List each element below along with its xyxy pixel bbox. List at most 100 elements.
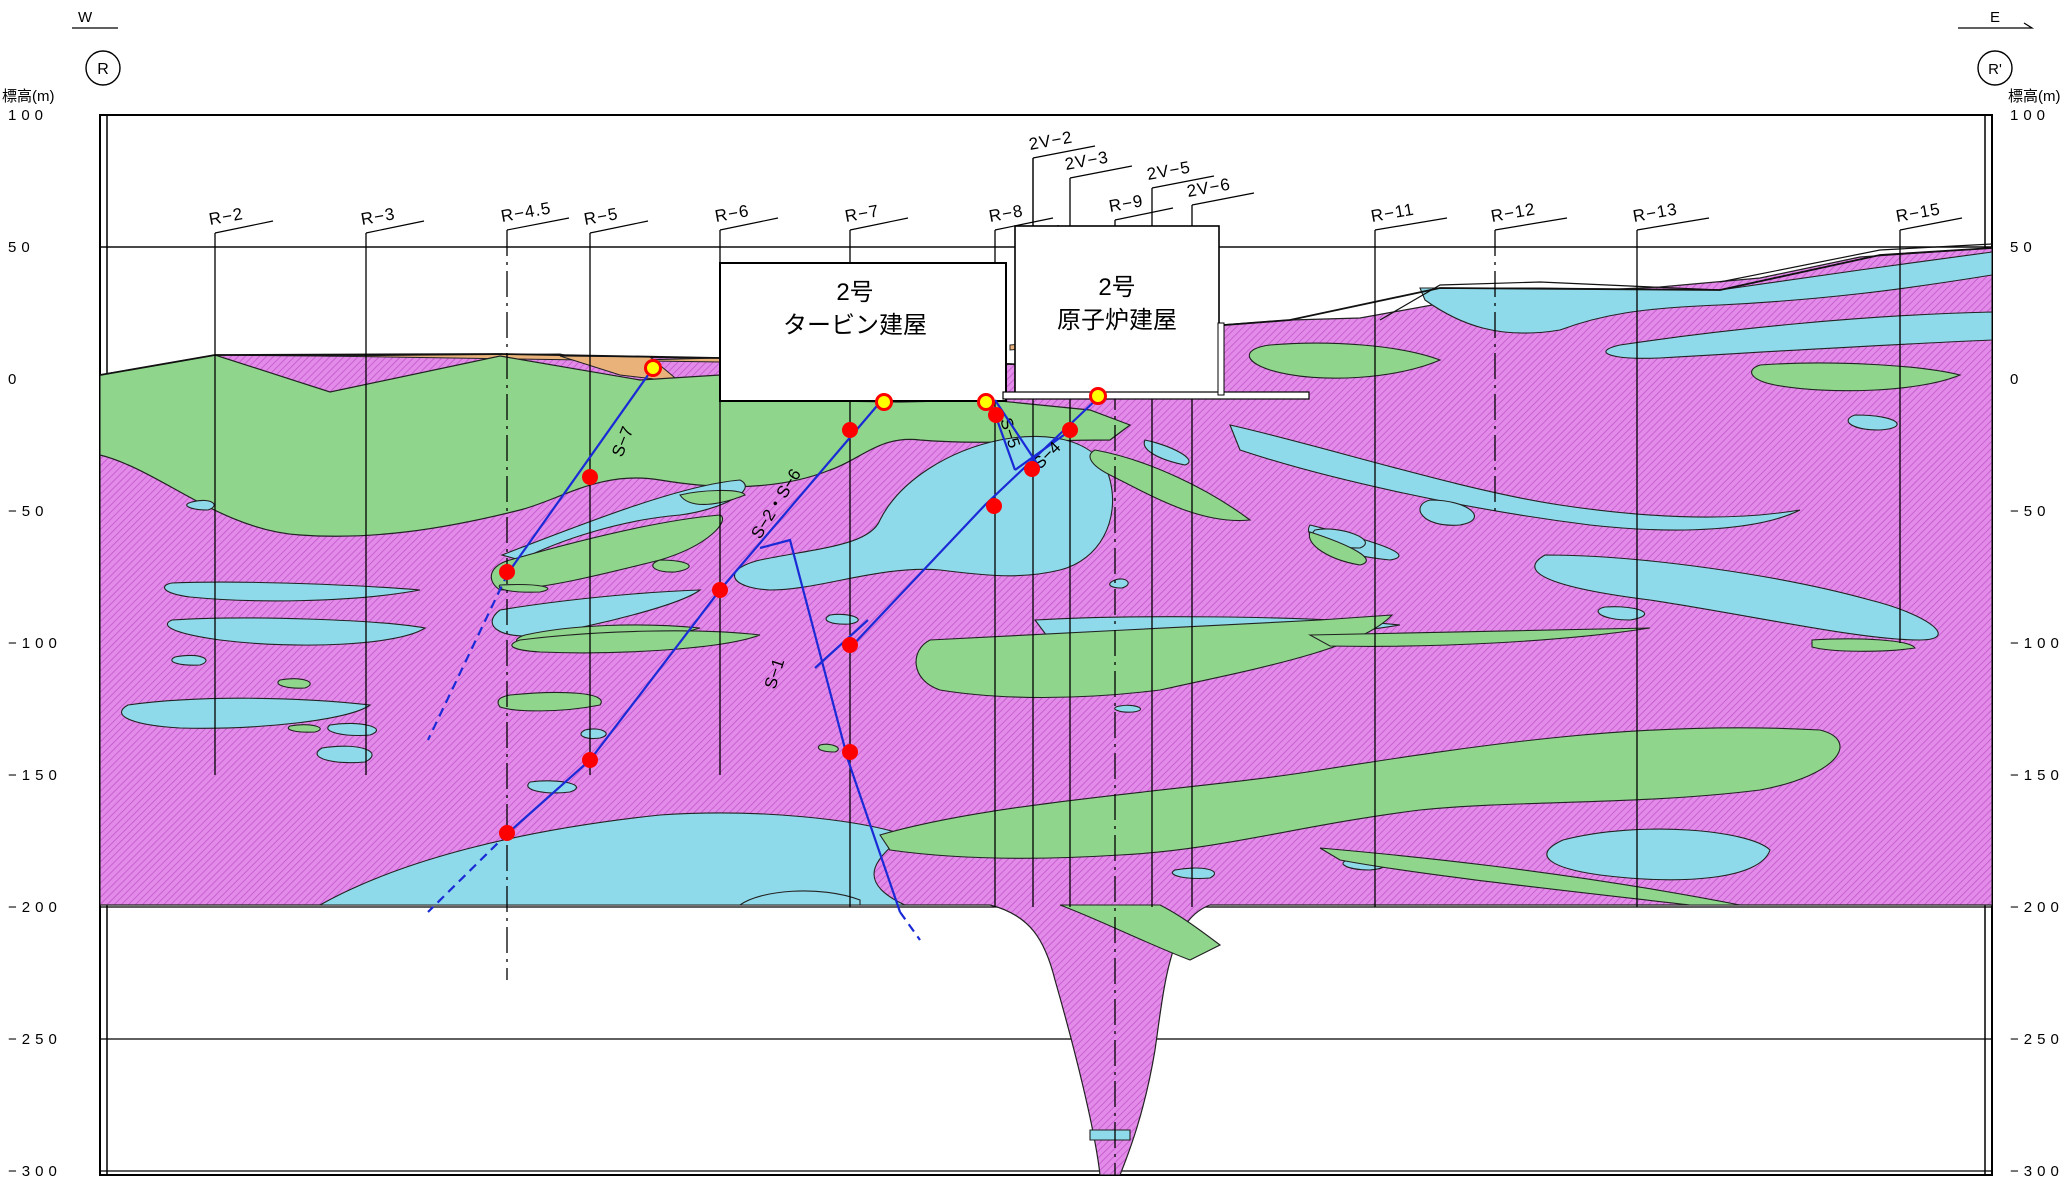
borehole-leader — [1069, 165, 1133, 179]
fault-line — [507, 367, 654, 574]
fault-line — [1014, 431, 1069, 471]
elevation-tick-left: −250 — [8, 1031, 62, 1048]
borehole-label: 2V−5 — [1145, 158, 1192, 184]
fault: S−1 — [761, 395, 1101, 691]
green-lenses — [277, 342, 1962, 961]
west-label: W — [78, 9, 93, 26]
fault-point-red — [582, 752, 598, 768]
borehole-label: R−6 — [713, 201, 750, 226]
borehole-leader — [1899, 217, 1963, 231]
borehole-label: 2V−6 — [1185, 175, 1232, 201]
borehole-leader — [719, 217, 779, 231]
fault-point-red — [988, 407, 1004, 423]
borehole-leader — [506, 217, 570, 231]
fault-line-inferred — [427, 832, 509, 913]
elevation-tick-left: −300 — [8, 1163, 62, 1179]
fault-line — [759, 538, 902, 913]
elevation-tick-left: 50 — [8, 239, 35, 256]
borehole-label: R−5 — [582, 204, 619, 229]
fault-point-red — [842, 637, 858, 653]
borehole: R−2 — [207, 204, 274, 775]
borehole: R−3 — [359, 204, 425, 775]
fault-line-inferred — [427, 572, 509, 741]
borehole-leader — [1374, 217, 1448, 231]
fault-point-surface — [644, 359, 662, 377]
turbine-building-line2: タービン建屋 — [783, 312, 927, 339]
borehole-leader — [1494, 217, 1568, 231]
start-marker-icon — [85, 50, 121, 86]
fault-line-inferred — [899, 911, 921, 941]
elevation-tick-left: 0 — [8, 371, 21, 388]
elevation-tick-left: −200 — [8, 899, 62, 916]
borehole-label: R−12 — [1489, 199, 1537, 226]
borehole-label: R−13 — [1631, 199, 1679, 226]
elevation-tick-right: 0 — [2010, 371, 2023, 388]
elevation-tick-left: −50 — [8, 503, 48, 520]
axis-unit-left: 標高(m) — [2, 88, 55, 105]
elevation-tick-right: −250 — [2010, 1031, 2064, 1048]
fault-point-surface — [977, 393, 995, 411]
fault-line — [814, 619, 869, 669]
fault-point-red — [842, 744, 858, 760]
fault-point-red — [986, 498, 1002, 514]
fault-point-red — [499, 825, 515, 841]
borehole-label: R−2 — [207, 204, 244, 229]
borehole: R−5 — [582, 204, 649, 775]
borehole-label: 2V−2 — [1027, 128, 1074, 154]
elevation-tick-left: −100 — [8, 635, 62, 652]
borehole-leader — [1114, 207, 1174, 221]
borehole-leader — [1032, 145, 1096, 159]
elevation-tick-right: −50 — [2010, 503, 2050, 520]
east-arrow-icon — [1958, 22, 2035, 29]
elevation-tick-left: −150 — [8, 767, 62, 784]
borehole-label: R−4.5 — [499, 198, 552, 226]
elevation-tick-right: 50 — [2010, 239, 2037, 256]
borehole-label: R−7 — [843, 201, 880, 226]
borehole-leader — [214, 220, 274, 234]
fault-point-surface — [1089, 387, 1107, 405]
elevation-tick-right: −300 — [2010, 1163, 2064, 1179]
end-marker-label: R' — [1988, 61, 2002, 78]
borehole-label: R−9 — [1107, 191, 1144, 216]
reactor-wall — [1217, 322, 1225, 396]
fault-point-red — [712, 582, 728, 598]
fault-point-group — [499, 359, 1107, 841]
borehole-leader — [1191, 192, 1255, 206]
turbine-building-outline — [719, 262, 1007, 402]
turbine-building-line1: 2号 — [836, 279, 873, 306]
borehole-leader — [589, 220, 649, 234]
east-label: E — [1990, 9, 2000, 26]
reactor-building-line2: 原子炉建屋 — [1057, 307, 1177, 334]
reactor-building-line1: 2号 — [1098, 274, 1135, 301]
borehole-leader — [1636, 217, 1710, 231]
elevation-tick-right: −200 — [2010, 899, 2064, 916]
borehole-leader — [1151, 175, 1215, 189]
borehole-leader — [849, 217, 909, 231]
borehole-label: R−15 — [1894, 199, 1942, 226]
ground-surface-offset — [1719, 243, 1993, 283]
elevation-tick-right: −100 — [2010, 635, 2064, 652]
borehole: R−11 — [1369, 200, 1448, 907]
borehole-leader — [365, 220, 425, 234]
borehole-label: R−11 — [1369, 200, 1415, 226]
fault-point-red — [582, 469, 598, 485]
borehole-leader — [994, 217, 1054, 231]
start-marker-label: R — [97, 61, 109, 78]
elevation-tick-left: 100 — [8, 107, 48, 124]
fault-point-red — [1062, 422, 1078, 438]
ground-surface-shoulder — [1379, 281, 1721, 321]
borehole-label: R−8 — [987, 201, 1024, 226]
elevation-tick-right: −150 — [2010, 767, 2064, 784]
reactor-foundation — [1002, 391, 1310, 400]
end-marker-icon — [1977, 50, 2013, 86]
fault-point-red — [1024, 461, 1040, 477]
fault-line — [849, 395, 1101, 649]
elevation-tick-right: 100 — [2010, 107, 2050, 124]
axis-unit-right: 標高(m) — [2008, 88, 2061, 105]
